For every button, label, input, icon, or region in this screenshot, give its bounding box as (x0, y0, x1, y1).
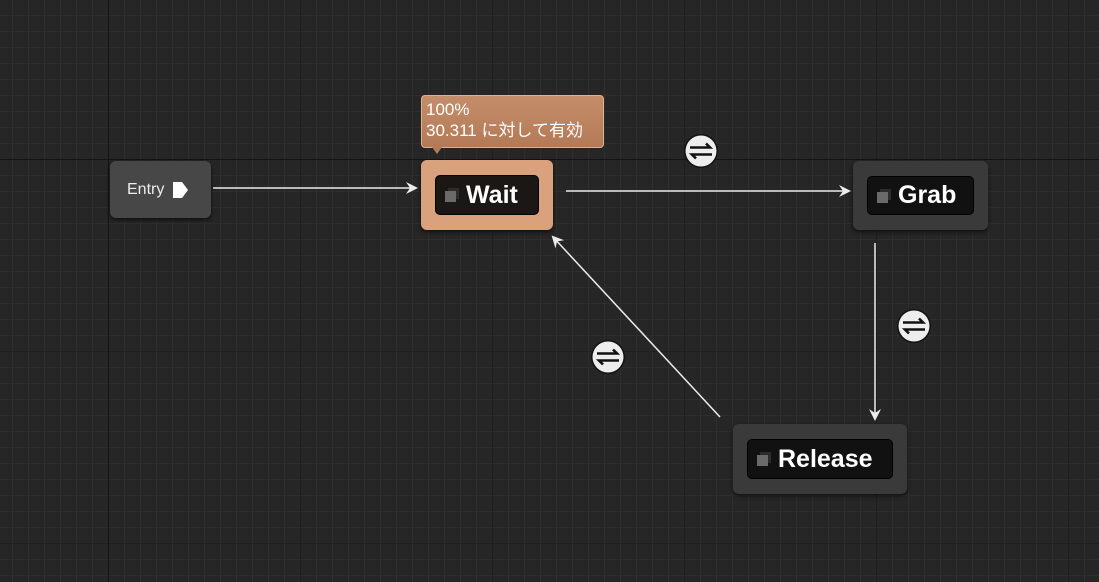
entry-label: Entry (127, 180, 165, 198)
state-icon (444, 187, 460, 203)
state-node-wait[interactable]: Wait (421, 160, 553, 230)
tooltip-pointer (432, 147, 442, 154)
transition-rule-icon[interactable] (590, 339, 626, 375)
entry-node[interactable]: Entry (110, 161, 211, 218)
state-node-body[interactable]: Grab (867, 176, 974, 215)
active-state-tooltip: 100% 30.311 に対して有効 (421, 95, 604, 148)
entry-exec-pin-icon[interactable] (172, 181, 189, 199)
state-node-grab[interactable]: Grab (853, 161, 988, 230)
state-icon (876, 188, 892, 204)
state-icon (756, 451, 772, 467)
transition-rule-icon[interactable] (896, 308, 932, 344)
tooltip-active-time: 30.311 に対して有効 (426, 121, 583, 140)
state-label-wait: Wait (466, 180, 518, 209)
transition-rule-icon[interactable] (683, 133, 719, 169)
state-node-release[interactable]: Release (733, 424, 907, 494)
state-node-body[interactable]: Release (747, 439, 893, 479)
state-label-release: Release (778, 444, 873, 473)
tooltip-weight-percent: 100% (426, 100, 470, 119)
state-label-grab: Grab (898, 181, 957, 209)
state-node-body[interactable]: Wait (435, 175, 539, 215)
wire-release-to-wait[interactable] (551, 235, 721, 418)
